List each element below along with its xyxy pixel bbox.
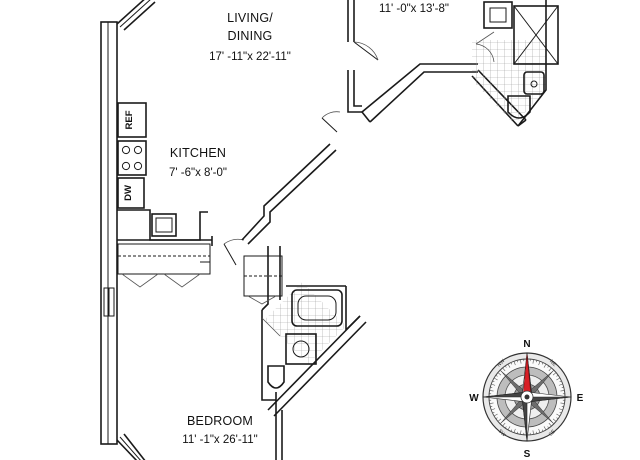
compass-tick: [497, 418, 502, 422]
compass-tick: [490, 386, 493, 388]
compass-tick: [497, 372, 502, 376]
compass-southwest: SW: [497, 428, 507, 438]
refrigerator-label: REF: [124, 110, 135, 129]
compass-tick: [561, 406, 564, 408]
range-stove: [117, 140, 147, 176]
kitchen-name: KITCHEN: [170, 146, 226, 160]
kitchen-sink-counter: [117, 209, 212, 241]
bedroom-diagonal-wall: [275, 400, 283, 460]
compass-tick: [532, 430, 534, 435]
compass-tick: [504, 426, 507, 429]
compass-tick: [556, 374, 559, 377]
compass-tick: [538, 361, 541, 366]
compass-tick: [556, 377, 561, 381]
compass-tick: [489, 402, 494, 404]
compass-tick: [489, 390, 494, 392]
top-right-room-dimensions: 11' -0"x 13'-8": [379, 3, 449, 15]
top-right-room-walls: [347, 0, 379, 123]
compass-tick: [492, 380, 495, 383]
compass-tick: [532, 359, 534, 364]
compass-tick: [538, 428, 541, 433]
room-label-living-dining: LIVING/ DINING 17' -11"x 22'-11": [209, 11, 291, 63]
compass-tick: [548, 422, 552, 427]
compass-tick: [520, 430, 522, 435]
compass-northwest: NW: [496, 358, 506, 368]
compass-tick: [556, 413, 561, 417]
compass-east: E: [577, 393, 584, 404]
compass-tick: [547, 365, 550, 368]
room-label-bedroom: BEDROOM 11' -1"x 26'-11": [182, 414, 257, 446]
compass-tick: [543, 363, 547, 368]
compass-southeast: SE: [548, 428, 557, 437]
living-dimensions: 17' -11"x 22'-11": [209, 51, 291, 63]
door-kitchen: [223, 238, 245, 266]
dishwasher-label: DW: [123, 185, 134, 201]
compass-tick: [541, 429, 544, 432]
compass-tick: [536, 431, 538, 434]
bedroom-dimensions: 11' -1"x 26'-11": [182, 434, 257, 446]
compass-tick: [556, 417, 559, 420]
compass-tick: [558, 383, 563, 386]
compass-tick: [493, 377, 498, 381]
compass-tick: [559, 380, 562, 383]
compass-northeast: NE: [548, 359, 558, 369]
compass-tick: [543, 426, 547, 431]
compass-tick: [504, 365, 507, 368]
door-living-right: [321, 111, 341, 133]
window-bottom-left: [116, 433, 146, 460]
compass-tick: [520, 359, 522, 364]
compass-tick: [516, 431, 518, 434]
compass-tick: [552, 418, 557, 422]
compass-tick: [513, 361, 516, 366]
compass-tick: [495, 374, 498, 377]
compass-tick: [548, 367, 552, 372]
compass-tick: [510, 362, 513, 365]
compass-tick: [560, 390, 565, 392]
compass-north: N: [523, 339, 530, 350]
exterior-wall-left: [100, 21, 118, 445]
compass-south: S: [524, 449, 531, 460]
compass-tick: [541, 362, 544, 365]
compass-tick: [502, 367, 506, 372]
compass-tick: [561, 386, 564, 388]
compass-tick: [552, 372, 557, 376]
compass-tick: [510, 429, 513, 432]
compass-tick: [559, 411, 562, 414]
central-diagonal-wall: [241, 143, 337, 245]
bedroom-name: BEDROOM: [187, 414, 253, 428]
dishwasher: [117, 177, 145, 209]
compass-tick: [547, 426, 550, 429]
compass-tick: [495, 417, 498, 420]
refrigerator: [117, 102, 147, 138]
compass-tick: [493, 413, 498, 417]
closet: [117, 243, 211, 288]
compass-tick: [491, 383, 496, 386]
compass-tick: [491, 408, 496, 411]
compass-tick: [502, 422, 506, 427]
compass-rose: N S E W NE NW SE SW: [469, 339, 583, 460]
bathroom-top-right: [472, 0, 559, 127]
living-name-line2: DINING: [228, 29, 273, 43]
compass-west: W: [469, 393, 479, 404]
window-top-left: [116, 0, 156, 31]
compass-tick: [558, 408, 563, 411]
compass-tick: [516, 360, 518, 363]
compass-tick: [513, 428, 516, 433]
compass-tick: [492, 411, 495, 414]
compass-tick: [490, 406, 493, 408]
kitchen-dimensions: 7' -6"x 8'-0": [169, 167, 227, 179]
compass-tick: [560, 402, 565, 404]
compass-tick: [536, 360, 538, 363]
bathroom-lower: [243, 246, 367, 417]
room-label-kitchen: KITCHEN 7' -6"x 8'-0": [169, 146, 227, 179]
compass-tick: [507, 426, 511, 431]
living-name-line1: LIVING/: [227, 11, 273, 25]
compass-tick: [507, 363, 511, 368]
